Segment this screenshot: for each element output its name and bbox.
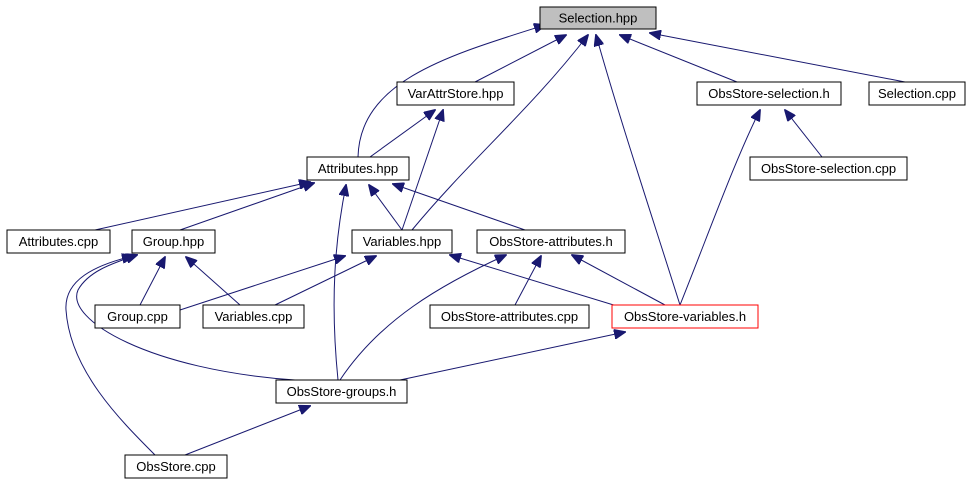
edge-obsstore_cpp-to-group_hpp (65, 256, 156, 456)
edge-obsstore_variables_h-to-obsstore_attributes_h (572, 255, 666, 306)
edge-variables_hpp-to-attributes_hpp (369, 185, 403, 231)
edge-obsstore_attributes_h-to-attributes_hpp (393, 184, 526, 231)
node-label: VarAttrStore.hpp (408, 86, 504, 101)
edge-variables_cpp-to-variables_hpp (274, 256, 376, 306)
node-obsstore_selection_cpp[interactable]: ObsStore-selection.cpp (749, 156, 908, 181)
edge-obsstore_variables_h-to-variables_hpp (450, 255, 631, 311)
node-box (94, 304, 181, 329)
edge-group_cpp-to-group_hpp (139, 257, 165, 306)
node-box (476, 229, 626, 254)
node-box (351, 229, 453, 254)
node-label: ObsStore.cpp (136, 459, 216, 474)
node-label: Selection.hpp (559, 11, 638, 26)
edge-obsstore_selection_h-to-selection_hpp (620, 35, 738, 83)
node-variables_hpp[interactable]: Variables.hpp (351, 229, 453, 254)
node-label: Group.hpp (143, 234, 204, 249)
node-attributes_cpp[interactable]: Attributes.cpp (6, 229, 111, 254)
edge-obsstore_groups_h-to-obsstore_attributes_h (339, 255, 506, 381)
edge-attributes_hpp-to-varattrstore_hpp (369, 110, 435, 158)
node-box (306, 156, 410, 181)
node-label: ObsStore-attributes.cpp (441, 309, 578, 324)
edge-obsstore_attributes_cpp-to-obsstore_attributes_h (514, 256, 541, 306)
edge-obsstore_selection_cpp-to-obsstore_selection_h (785, 110, 823, 158)
edge-obsstore_groups_h-to-obsstore_variables_h (399, 332, 625, 381)
node-label: Selection.cpp (878, 86, 956, 101)
node-label: ObsStore-attributes.h (489, 234, 613, 249)
edge-obsstore_cpp-to-obsstore_groups_h (184, 406, 310, 456)
node-label: Variables.hpp (363, 234, 442, 249)
node-group_hpp[interactable]: Group.hpp (131, 229, 216, 254)
edge-attributes_cpp-to-attributes_hpp (94, 182, 310, 231)
node-box (429, 304, 590, 329)
edge-variables_cpp-to-group_hpp (186, 257, 241, 306)
node-box (275, 379, 408, 404)
node-attributes_hpp[interactable]: Attributes.hpp (306, 156, 410, 181)
edge-variables_hpp-to-varattrstore_hpp (401, 110, 443, 231)
edge-obsstore_groups_h-to-group_hpp (76, 255, 296, 381)
node-box (202, 304, 305, 329)
node-box (396, 81, 515, 106)
edge-group_cpp-to-variables_hpp (179, 256, 345, 311)
node-label: ObsStore-selection.cpp (761, 161, 896, 176)
node-selection_cpp[interactable]: Selection.cpp (868, 81, 966, 106)
node-box (868, 81, 966, 106)
node-variables_cpp[interactable]: Variables.cpp (202, 304, 305, 329)
node-label: ObsStore-groups.h (287, 384, 397, 399)
edges-layer (65, 25, 906, 456)
edge-variables_hpp-to-selection_hpp (411, 35, 588, 231)
edge-attributes_hpp-to-selection_hpp (357, 25, 545, 158)
node-box (124, 454, 228, 479)
node-obsstore_groups_h[interactable]: ObsStore-groups.h (275, 379, 408, 404)
edge-obsstore_variables_h-to-obsstore_selection_h (679, 110, 760, 306)
edge-varattrstore_hpp-to-selection_hpp (474, 35, 566, 83)
node-varattrstore_hpp[interactable]: VarAttrStore.hpp (396, 81, 515, 106)
edge-group_hpp-to-attributes_hpp (179, 183, 314, 231)
node-box (6, 229, 111, 254)
node-label: Attributes.hpp (318, 161, 398, 176)
node-label: ObsStore-selection.h (708, 86, 829, 101)
edge-selection_cpp-to-selection_hpp (650, 33, 906, 83)
node-label: ObsStore-variables.h (624, 309, 746, 324)
node-label: Variables.cpp (215, 309, 293, 324)
edge-obsstore_groups_h-to-attributes_hpp (333, 185, 346, 381)
node-box (539, 6, 657, 30)
node-box (749, 156, 908, 181)
edge-obsstore_variables_h-to-selection_hpp (596, 35, 681, 306)
node-obsstore_attributes_h[interactable]: ObsStore-attributes.h (476, 229, 626, 254)
node-box (696, 81, 842, 106)
node-selection_hpp[interactable]: Selection.hpp (539, 6, 657, 30)
node-obsstore_attributes_cpp[interactable]: ObsStore-attributes.cpp (429, 304, 590, 329)
node-obsstore_cpp[interactable]: ObsStore.cpp (124, 454, 228, 479)
node-box (131, 229, 216, 254)
node-obsstore_selection_h[interactable]: ObsStore-selection.h (696, 81, 842, 106)
node-group_cpp[interactable]: Group.cpp (94, 304, 181, 329)
node-box (611, 304, 759, 329)
node-label: Attributes.cpp (19, 234, 99, 249)
node-obsstore_variables_h[interactable]: ObsStore-variables.h (611, 304, 759, 329)
node-label: Group.cpp (107, 309, 168, 324)
